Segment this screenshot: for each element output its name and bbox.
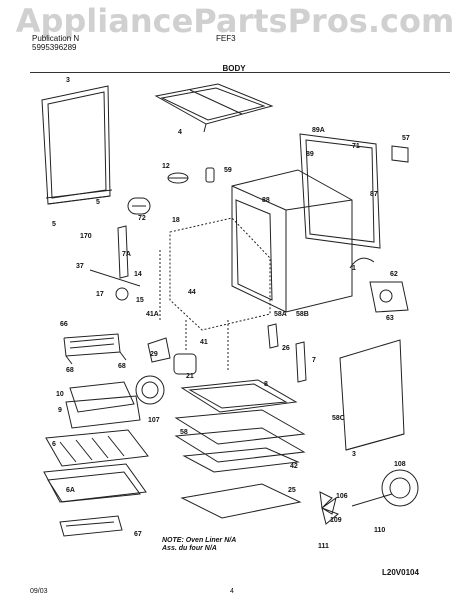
lamp-socket: [205, 167, 215, 183]
drawer-slide-plate: [180, 483, 302, 519]
publication-number: 5995396289: [32, 43, 77, 52]
callout-62: 62: [390, 271, 398, 278]
callout-111: 111: [318, 543, 329, 550]
oven-lamp-assembly: [167, 172, 189, 184]
hinge-receptacle-right: [295, 341, 307, 383]
oven-rack-offset: [43, 463, 147, 503]
oven-rack: [45, 429, 149, 467]
callout-21: 21: [186, 373, 194, 380]
leader-lines: [159, 250, 229, 372]
callout-59: 59: [224, 167, 232, 174]
callout-88: 88: [262, 197, 270, 204]
note-line-english: NOTE: Oven Liner N/A: [162, 537, 237, 544]
callout-3b: 3: [352, 451, 356, 458]
callout-6a: 6A: [66, 487, 75, 494]
callout-37: 37: [76, 263, 84, 270]
callout-58a: 58A: [274, 311, 287, 318]
note-line-french: Ass. du four N/A: [162, 545, 217, 552]
broil-element: [59, 515, 123, 537]
convection-cover: [135, 375, 165, 405]
callout-67: 67: [134, 531, 142, 538]
callout-87: 87: [370, 191, 378, 198]
thermal-switch: [115, 287, 129, 301]
callout-26: 26: [282, 345, 290, 352]
callout-58: 58: [180, 429, 188, 436]
storage-drawer: [174, 379, 306, 473]
callout-89a: 89A: [312, 127, 325, 134]
callout-5b: 5: [52, 221, 56, 228]
callout-5: 5: [96, 199, 100, 206]
callout-109: 109: [330, 517, 342, 524]
rear-panel: [299, 133, 381, 249]
side-panel-left: [41, 85, 113, 205]
callout-17: 17: [96, 291, 104, 298]
hinge-bracket: [267, 323, 279, 349]
model-number: FEF3: [216, 34, 236, 43]
watermark: AppliancePartsPros.com: [15, 2, 455, 40]
oven-body-frame: [231, 169, 353, 313]
footer-date: 09/03: [30, 588, 48, 595]
side-panel-right: [339, 339, 405, 451]
callout-25: 25: [288, 487, 296, 494]
callout-58b: 58B: [296, 311, 309, 318]
broiler-pan: [65, 381, 141, 429]
callout-18: 18: [172, 217, 180, 224]
callout-1: 1: [352, 265, 356, 272]
hinge-receptacle-left: [117, 225, 129, 279]
callout-29: 29: [150, 351, 158, 358]
callout-6: 6: [52, 441, 56, 448]
callout-58c: 58C: [332, 415, 345, 422]
callout-170: 170: [80, 233, 92, 240]
oven-liner-note: NOTE: Oven Liner N/A Ass. du four N/A: [162, 537, 236, 553]
callout-15: 15: [136, 297, 144, 304]
bake-element: [63, 333, 127, 365]
callout-110: 110: [374, 527, 385, 534]
callout-3a: 3: [66, 77, 70, 84]
callout-4: 4: [178, 129, 182, 136]
lamp-cover: [173, 353, 197, 375]
door-switch: [127, 197, 151, 215]
callout-41a: 41A: [146, 311, 159, 318]
callout-7: 7: [312, 357, 316, 364]
callout-42: 42: [290, 463, 298, 470]
callout-14: 14: [134, 271, 142, 278]
callout-107: 107: [148, 417, 160, 424]
cooktop-support-plate: [154, 83, 274, 133]
callout-7a: 7A: [122, 251, 131, 258]
latch-assembly: [369, 281, 409, 313]
oven-liner: [169, 217, 271, 331]
callout-9: 9: [58, 407, 62, 414]
callout-12: 12: [162, 163, 170, 170]
convection-fan-motor: [319, 469, 419, 525]
footer-page: 4: [230, 588, 234, 595]
rear-label-plate: [391, 145, 409, 163]
callout-41: 41: [200, 339, 208, 346]
broil-shield: [147, 337, 171, 363]
callout-57: 57: [402, 135, 410, 142]
callout-108: 108: [394, 461, 406, 468]
callout-10: 10: [56, 391, 64, 398]
callout-89: 89: [306, 151, 314, 158]
callout-68b: 68: [118, 363, 126, 370]
section-title: BODY: [222, 64, 246, 73]
publication-label: Publication N: [32, 34, 80, 43]
callout-68a: 68: [66, 367, 74, 374]
callout-8: 8: [264, 381, 268, 388]
callout-72: 72: [138, 215, 146, 222]
callout-106: 106: [336, 493, 348, 500]
callout-44: 44: [188, 289, 196, 296]
title-divider: [30, 72, 450, 73]
callout-66: 66: [60, 321, 68, 328]
drawing-reference: L20V0104: [382, 568, 419, 577]
callout-71: 71: [352, 143, 360, 150]
callout-63: 63: [386, 315, 394, 322]
harness-cord: [349, 257, 375, 269]
